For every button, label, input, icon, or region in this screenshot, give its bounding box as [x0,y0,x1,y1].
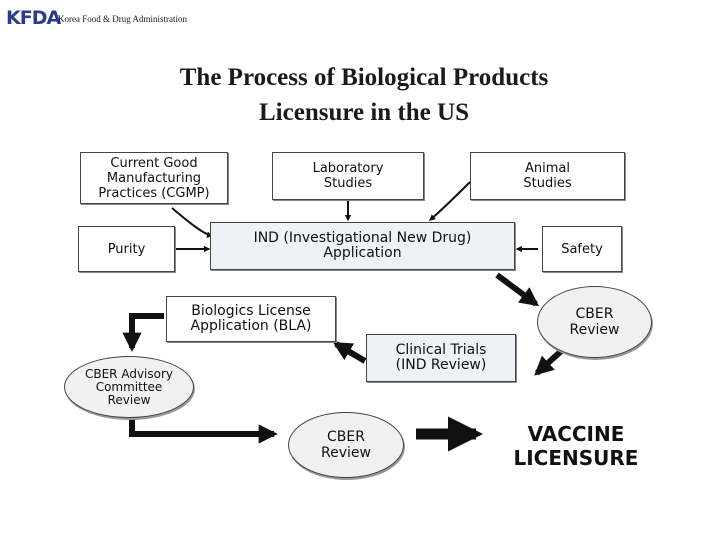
cber-review-right-ellipse: CBER Review [537,286,652,358]
title-line-1: The Process of Biological Products [179,64,549,91]
vaccine-licensure-outcome: VACCINE LICENSURE [496,422,656,470]
purity-label: Purity [107,241,146,257]
kfda-logo: KFDA Korea Food & Drug Administration [6,6,206,30]
laboratory-studies-box: Laboratory Studies [272,152,424,200]
safety-box: Safety [542,226,622,272]
cber-review-bottom-ellipse: CBER Review [288,412,404,478]
arrow-clinical-to-bla [332,341,367,364]
bla-label: Biologics License Application (BLA) [190,303,312,334]
cber-advisory-label: CBER Advisory Committee Review [84,366,174,407]
cgmp-box: Current Good Manufacturing Practices (CG… [80,152,228,204]
purity-box: Purity [78,226,175,272]
process-diagram: Current Good Manufacturing Practices (CG… [52,130,675,484]
title-line-2: Licensure in the US [259,99,469,126]
outcome-line-2: LICENSURE [513,446,639,470]
laboratory-studies-label: Laboratory Studies [312,161,384,191]
arrow-cgmp-to-ind [171,207,214,238]
clinical-trials-label: Clinical Trials (IND Review) [395,342,487,373]
kfda-logo-mark: KFDA [6,7,61,29]
slide-title: The Process of Biological Products Licen… [110,60,618,130]
bla-box: Biologics License Application (BLA) [166,296,336,342]
safety-label: Safety [561,241,603,257]
ind-application-label: IND (Investigational New Drug) Applicati… [253,230,472,261]
organization-name: Korea Food & Drug Administration [58,14,187,24]
cber-advisory-ellipse: CBER Advisory Committee Review [64,356,194,418]
animal-studies-label: Animal Studies [523,161,572,191]
ind-application-box: IND (Investigational New Drug) Applicati… [210,222,515,270]
arrow-bla-to-advisory [122,313,164,352]
cber-review-right-label: CBER Review [569,306,620,338]
arrow-animal-to-ind [429,181,471,221]
arrow-ind-to-cber-review [495,272,540,307]
animal-studies-box: Animal Studies [470,152,625,200]
cber-review-bottom-label: CBER Review [321,429,371,461]
cgmp-label: Current Good Manufacturing Practices (CG… [98,155,210,201]
outcome-line-1: VACCINE [527,422,625,446]
clinical-trials-box: Clinical Trials (IND Review) [366,334,516,382]
